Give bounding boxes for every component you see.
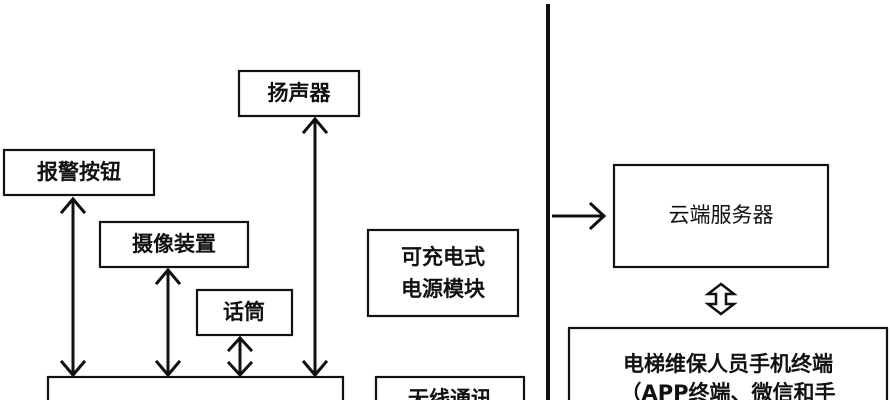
node-main-controller [46,375,345,400]
node-power-module: 可充电式 电源模块 [366,228,520,318]
node-maintenance-terminal: 电梯维保人员手机终端 （APP终端、微信和手 [567,326,889,400]
node-speaker: 扬声器 [237,69,361,118]
arrow-camera-controller [154,267,182,378]
arrow-alarm-button-controller [59,196,87,378]
node-speaker-label: 扬声器 [268,81,332,105]
node-cloud-server: 云端服务器 [612,163,830,269]
node-camera-device-label: 摄像装置 [132,232,216,256]
node-cloud-server-label: 云端服务器 [669,203,774,227]
node-power-module-line-2: 电源模块 [401,277,486,301]
node-maintenance-terminal-line-2: （APP终端、微信和手 [620,381,835,400]
node-microphone: 话筒 [195,288,294,337]
arrow-cloud-server-maintenance-terminal [704,282,738,316]
node-microphone-label: 话筒 [223,300,265,324]
node-power-module-line-1: 可充电式 [401,245,485,269]
node-alarm-button-label: 报警按钮 [37,160,121,184]
node-wireless-module-label: 无线通讯 [408,387,492,400]
node-wireless-module: 无线通讯 [374,375,526,400]
arrow-to-cloud-server [552,201,607,231]
node-alarm-button: 报警按钮 [2,148,156,197]
node-maintenance-terminal-line-1: 电梯维保人员手机终端 [623,352,833,376]
arrow-microphone-controller [226,335,254,378]
arrow-speaker-controller [301,116,329,378]
node-camera-device: 摄像装置 [98,220,250,269]
